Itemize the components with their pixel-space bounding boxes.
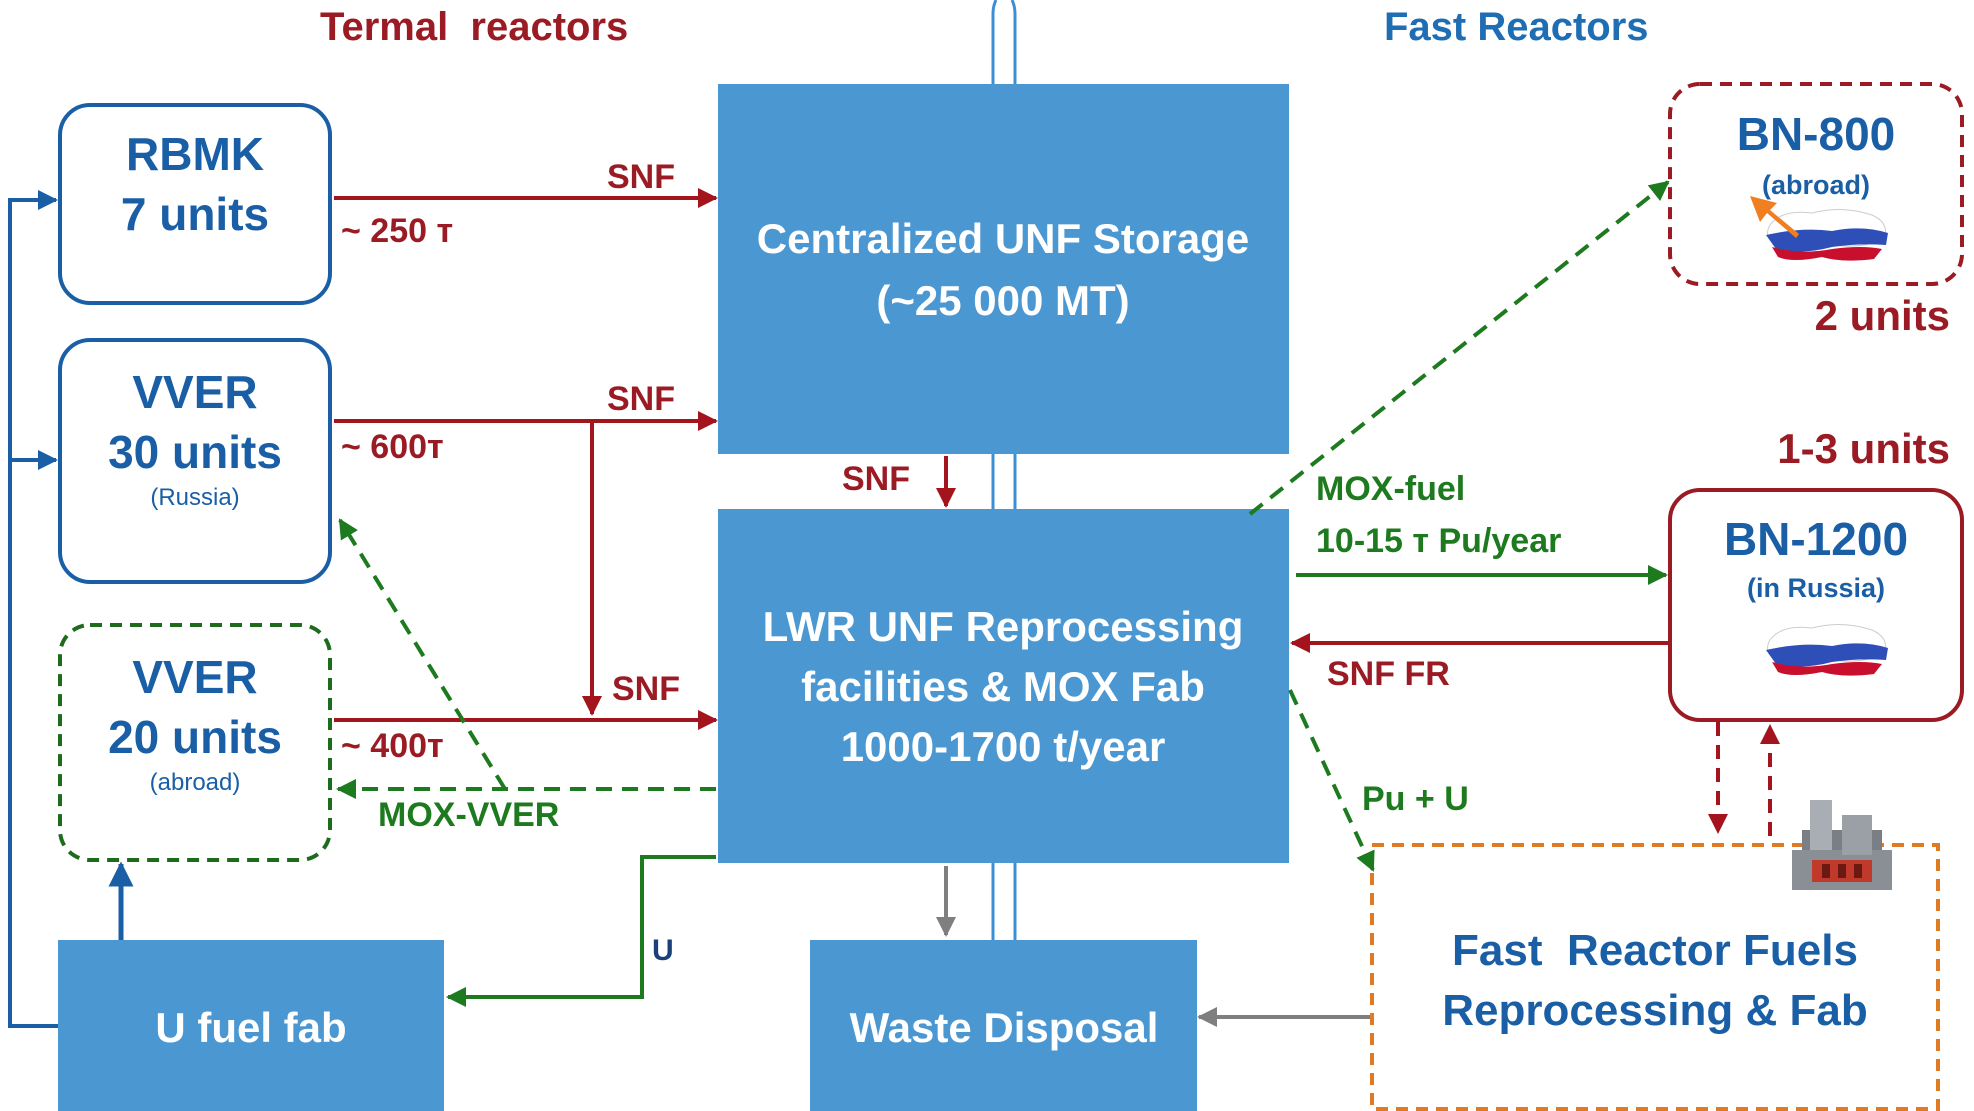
factory-icon [1792, 800, 1892, 890]
bn800-units: 2 units [1815, 292, 1950, 339]
storage-snf-label: SNF [842, 460, 910, 498]
bn1200-box: BN-1200 (in Russia) [1668, 488, 1964, 722]
vver-russia-units: 30 units [108, 426, 282, 478]
thermal-reactors-header: Termal reactors [320, 5, 628, 49]
mox-rate-label: 10-15 т Pu/year [1316, 522, 1561, 560]
fr-fuels-box: Fast Reactor Fuels Reprocessing & Fab [1370, 843, 1940, 1111]
vver-snf-label: SNF [607, 380, 675, 418]
uranium-flow [446, 855, 716, 1007]
rbmk-amount-label: ~ 250 т [341, 212, 453, 250]
rbmk-name: RBMK [126, 128, 264, 180]
mox-vver-flow [336, 518, 716, 799]
rbmk-snf-label: SNF [607, 158, 675, 196]
vver-abroad-name: VVER [132, 651, 257, 703]
bn1200-units: 1-3 units [1777, 425, 1950, 472]
u-fuel-fab-box: U fuel fab [58, 940, 444, 1111]
bn1200-name: BN-1200 [1724, 513, 1908, 565]
abroad-amount-label: ~ 400т [341, 727, 444, 765]
uranium-label: U [652, 934, 674, 967]
fast-reactors-header: Fast Reactors [1384, 5, 1649, 49]
vver-russia-location: (Russia) [150, 484, 239, 511]
mox-fuel-label: MOX-fuel [1316, 470, 1465, 508]
reprocessing-line2: facilities & MOX Fab [801, 663, 1205, 710]
waste-disposal-label: Waste Disposal [850, 1004, 1159, 1051]
abroad-snf-label: SNF [612, 670, 680, 708]
vver-snf-flow [334, 411, 718, 716]
reprocessing-box: LWR UNF Reprocessing facilities & MOX Fa… [718, 509, 1289, 863]
u-fuel-fab-label: U fuel fab [155, 1004, 346, 1051]
russia-map-icon [1766, 209, 1888, 261]
vver-russia-box: VVER 30 units (Russia) [58, 338, 332, 584]
pu-u-flow [1288, 689, 1375, 872]
bn800-box: BN-800 (abroad) [1668, 82, 1964, 286]
bn1200-location: (in Russia) [1747, 573, 1885, 603]
fr-fuels-line2: Reprocessing & Fab [1442, 986, 1867, 1035]
snf-fr-label: SNF FR [1327, 655, 1450, 693]
reprocessing-line1: LWR UNF Reprocessing [763, 603, 1244, 650]
russia-map-icon [1766, 624, 1888, 676]
bn1200-fr-fuels-dashed [1708, 722, 1780, 836]
pu-u-label: Pu + U [1362, 780, 1469, 818]
centralized-storage-box: Centralized UNF Storage (~25 000 MT) [718, 84, 1289, 454]
center-divider [991, 0, 1017, 1111]
rbmk-units: 7 units [121, 188, 269, 240]
u-fuel-supply-lines [8, 190, 134, 1028]
reprocessing-line3: 1000-1700 t/year [841, 723, 1166, 770]
mox-vver-label: MOX-VVER [378, 796, 559, 834]
bn800-name: BN-800 [1737, 108, 1896, 160]
storage-line2: (~25 000 MT) [876, 277, 1129, 324]
waste-disposal-box: Waste Disposal [810, 940, 1197, 1111]
vver-russia-name: VVER [132, 366, 257, 418]
storage-line1: Centralized UNF Storage [757, 215, 1249, 262]
vver-abroad-units: 20 units [108, 711, 282, 763]
bn800-location: (abroad) [1762, 170, 1870, 200]
export-to-bn800-flow [1248, 180, 1670, 516]
export-arrow-icon [1750, 196, 1799, 238]
fr-fuels-line1: Fast Reactor Fuels [1452, 926, 1858, 975]
vver-abroad-location: (abroad) [150, 769, 241, 796]
rbmk-reactor-box: RBMK 7 units [58, 103, 332, 305]
vver-abroad-box: VVER 20 units (abroad) [58, 623, 332, 862]
vver-amount-label: ~ 600т [341, 428, 444, 466]
